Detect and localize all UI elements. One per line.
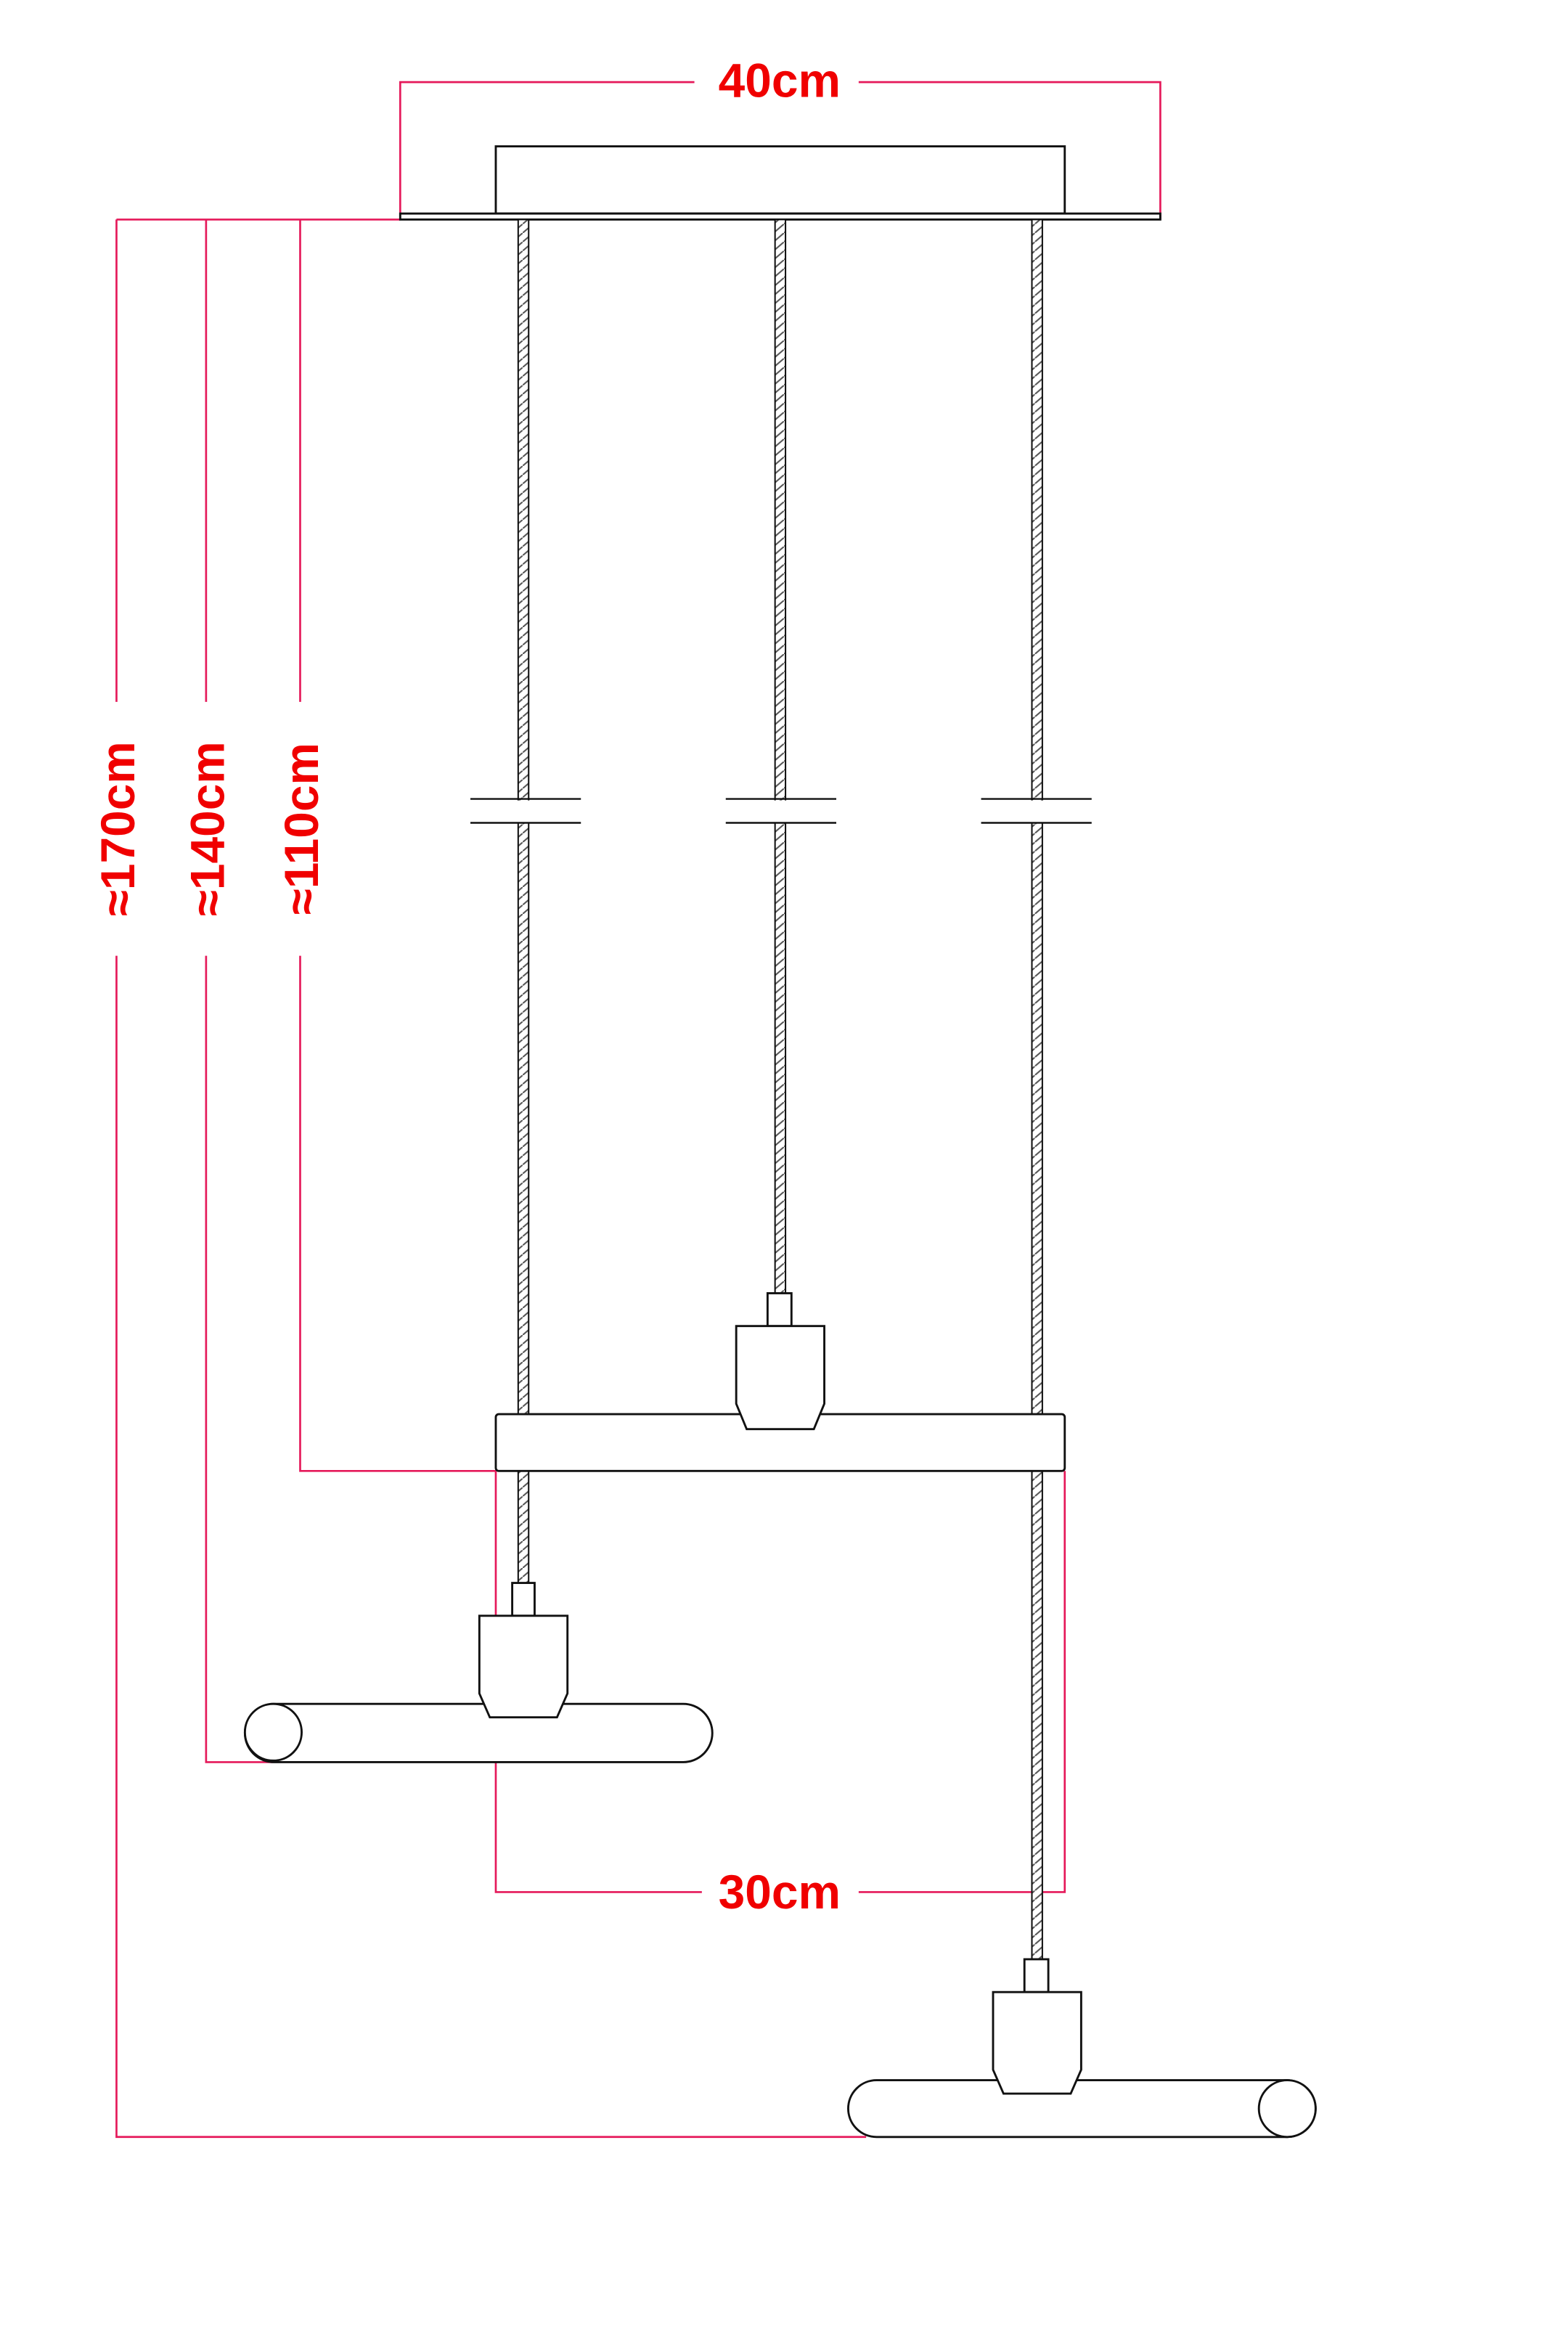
- canopy-width-dimension: 40cm: [399, 54, 1161, 220]
- drop-mid-label: ≈140cm: [181, 741, 234, 916]
- drop-long-label: ≈170cm: [91, 741, 144, 916]
- cable-right: [1031, 219, 1043, 1960]
- lamp-right: [847, 1958, 1317, 2139]
- ceiling-canopy: [399, 145, 1161, 221]
- canopy-width-label: 40cm: [719, 54, 841, 107]
- socket-left: [478, 1614, 569, 1719]
- cable-left: [517, 219, 530, 1584]
- cable-break-marks: [468, 798, 1095, 824]
- lamp-left: [243, 1582, 714, 1763]
- drop-dimensions: ≈170cm ≈140cm ≈110cm: [91, 219, 867, 2139]
- drop-short-label: ≈110cm: [274, 743, 328, 915]
- spacing-width-label: 30cm: [719, 1865, 841, 1919]
- socket-middle: [735, 1325, 825, 1431]
- socket-right: [992, 1990, 1082, 2095]
- cable-middle: [774, 219, 787, 1294]
- spacing-width-dimension: 30cm: [494, 1471, 1066, 1919]
- lamp-middle: [494, 1292, 1066, 1472]
